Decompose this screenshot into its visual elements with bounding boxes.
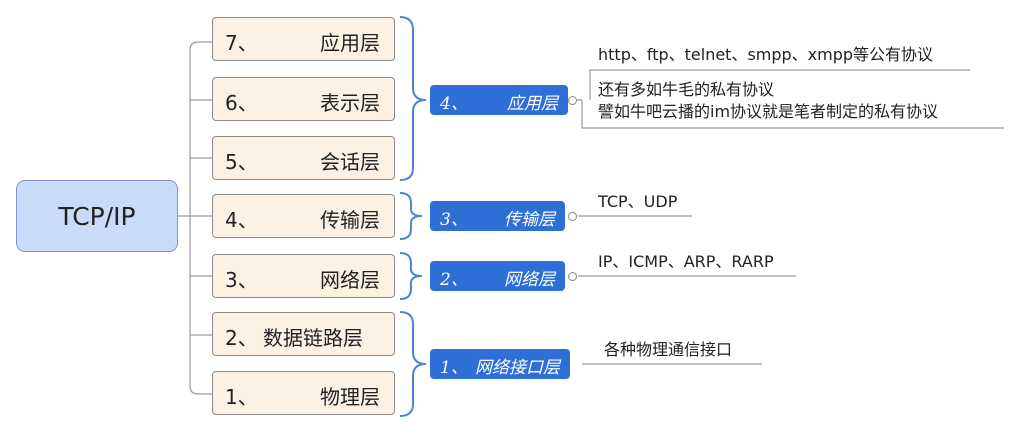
layer-name: 物理层 — [320, 385, 380, 409]
tcpip-layer-number: 4、 — [440, 94, 468, 114]
root-label: TCP/IP — [58, 201, 136, 231]
note-application-public: http、ftp、telnet、smpp、xmpp等公有协议 — [598, 45, 934, 64]
note-link-physical: 各种物理通信接口 — [604, 340, 733, 359]
tcpip-layer-name: 网络接口层 — [475, 358, 560, 378]
layer-name: 网络层 — [320, 268, 380, 292]
expand-toggle[interactable] — [568, 272, 577, 281]
layer-name: 数据链路层 — [263, 326, 363, 350]
tcpip-layer-name: 网络层 — [504, 270, 555, 290]
tcpip-layer-name: 传输层 — [504, 210, 555, 230]
osi-layer-5[interactable]: 5、 会话层 — [212, 136, 395, 180]
tcpip-layer-name: 应用层 — [507, 94, 558, 114]
layer-number: 3、 — [225, 268, 258, 292]
tcpip-layer-network[interactable]: 2、 网络层 — [430, 261, 565, 291]
osi-layer-7[interactable]: 7、 应用层 — [212, 17, 395, 61]
root-node-tcpip[interactable]: TCP/IP — [16, 180, 178, 252]
layer-number: 4、 — [225, 208, 258, 232]
tcpip-layer-application[interactable]: 4、 应用层 — [430, 85, 568, 115]
note-application-private-2: 譬如牛吧云播的im协议就是笔者制定的私有协议 — [598, 102, 939, 121]
osi-layer-4[interactable]: 4、 传输层 — [212, 194, 395, 238]
layer-name: 传输层 — [320, 208, 380, 232]
tcpip-layer-number: 3、 — [440, 210, 468, 230]
note-application-private-1: 还有多如牛毛的私有协议 — [598, 80, 775, 99]
tcpip-layer-transport[interactable]: 3、 传输层 — [430, 201, 565, 231]
expand-toggle[interactable] — [568, 96, 577, 105]
grouping-braces — [399, 16, 427, 417]
osi-layer-2[interactable]: 2、 数据链路层 — [212, 312, 395, 356]
note-transport: TCP、UDP — [598, 192, 678, 211]
layer-name: 会话层 — [320, 150, 380, 174]
layer-number: 2、 — [225, 326, 258, 350]
layer-name: 应用层 — [320, 31, 380, 55]
osi-layer-6[interactable]: 6、 表示层 — [212, 77, 395, 121]
osi-layer-1[interactable]: 1、 物理层 — [212, 371, 395, 415]
tcpip-layer-number: 2、 — [440, 270, 468, 290]
layer-name: 表示层 — [320, 91, 380, 115]
tcpip-layer-number: 1、 — [440, 358, 468, 378]
layer-number: 5、 — [225, 150, 258, 174]
tcpip-layer-network-interface[interactable]: 1、 网络接口层 — [430, 349, 570, 379]
layer-number: 7、 — [225, 31, 258, 55]
expand-toggle[interactable] — [568, 212, 577, 221]
layer-number: 6、 — [225, 91, 258, 115]
osi-layer-3[interactable]: 3、 网络层 — [212, 254, 395, 298]
layer-number: 1、 — [225, 385, 258, 409]
note-network: IP、ICMP、ARP、RARP — [598, 252, 774, 271]
